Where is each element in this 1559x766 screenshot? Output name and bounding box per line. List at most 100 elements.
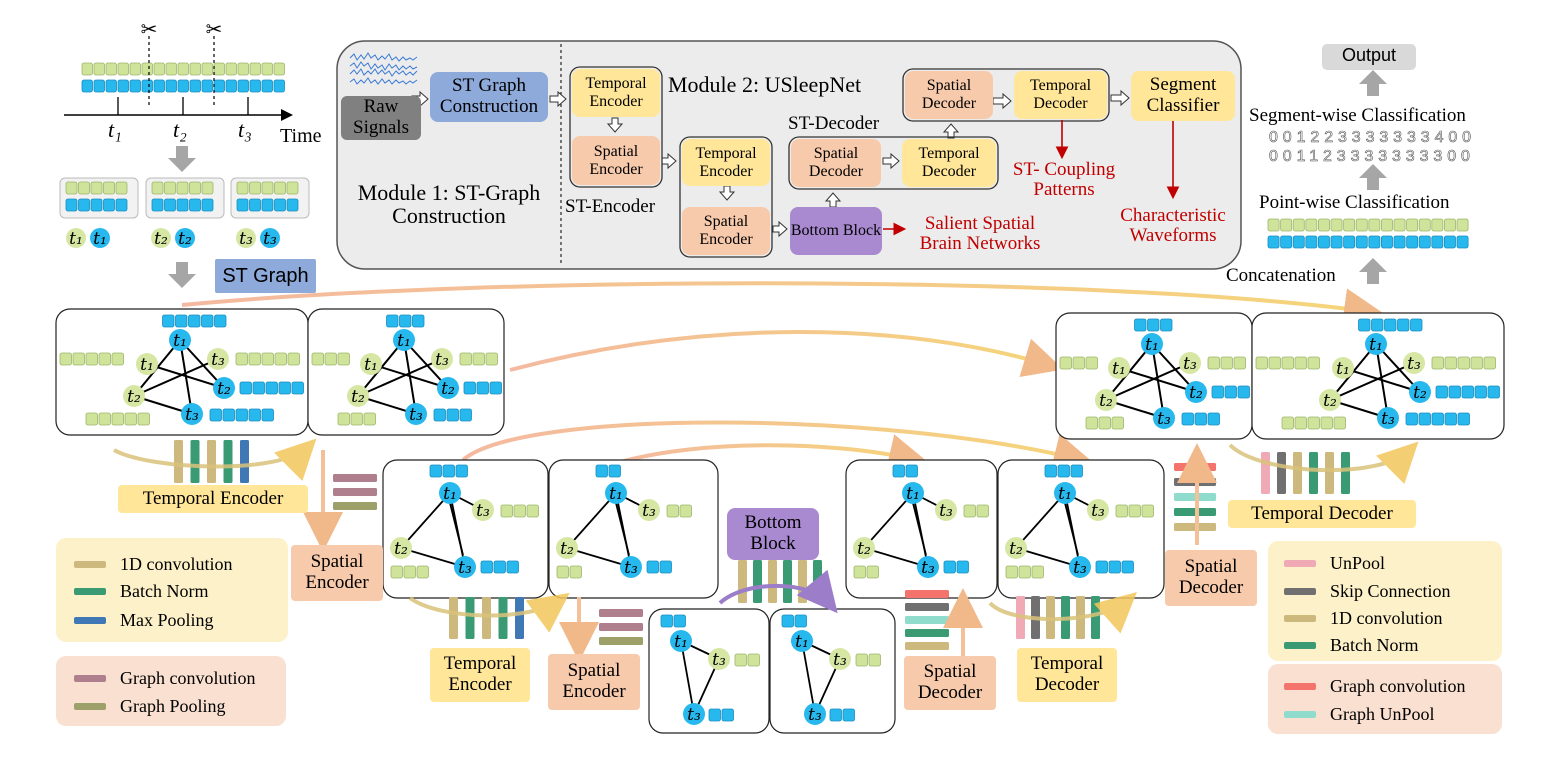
signal-cell-green — [189, 62, 201, 76]
feature-cell — [111, 352, 124, 366]
spatial-encoder-label-2: Spatial Encoder — [548, 654, 640, 710]
feature-cell — [1233, 356, 1246, 370]
graph-node — [1365, 333, 1387, 355]
feature-cell — [311, 352, 324, 366]
temporal-encoder-label-1: Temporal Encoder — [118, 485, 308, 513]
graph-node — [683, 703, 705, 725]
legend-item: Graph Pooling — [120, 696, 226, 716]
tick-t2: t₂ — [173, 117, 187, 142]
graph-node — [151, 228, 171, 248]
graph-node-label: t₁ — [906, 484, 920, 504]
graph-node-label: t₃ — [409, 405, 423, 425]
temporal-encoder-box-1: Temporal Encoder — [572, 69, 660, 117]
temporal-decoder-block — [1341, 452, 1350, 494]
feature-cell — [734, 653, 747, 667]
segment-cell-green — [151, 181, 164, 195]
point-cell-blue — [1368, 235, 1381, 249]
feature-cell — [1220, 356, 1233, 370]
segment-cell-green — [115, 181, 128, 195]
graph-node-label: t₁ — [93, 229, 107, 249]
feature-cell — [1418, 412, 1431, 426]
feature-cell — [943, 560, 956, 574]
feature-cell — [72, 352, 85, 366]
feature-cell — [463, 381, 476, 395]
st-decoder-label: ST-Decoder — [788, 113, 880, 134]
graph-node — [472, 499, 494, 521]
feature-cell — [679, 504, 692, 518]
feature-cell — [526, 504, 539, 518]
signal-cell-blue — [201, 79, 213, 93]
graph-node-label: t₃ — [1073, 558, 1087, 578]
graph-node — [1054, 482, 1076, 504]
point-cell-green — [1456, 218, 1469, 232]
feature-cell — [1085, 416, 1098, 430]
spatial-encoder-box-1: Spatial Encoder — [572, 136, 660, 185]
feature-cell — [1057, 464, 1070, 478]
point-cell-blue — [1343, 235, 1356, 249]
segment-cell-green — [249, 181, 261, 195]
graph-node-label: t₃ — [939, 501, 953, 521]
feature-cell — [868, 653, 881, 667]
graph-node — [1005, 537, 1027, 559]
feature-cell — [412, 314, 425, 328]
graph-node-label: t₃ — [624, 558, 638, 578]
feature-cell — [442, 464, 455, 478]
graph-node — [169, 329, 191, 351]
graph-node — [175, 228, 195, 248]
graph-node — [1095, 389, 1117, 411]
segment-cell-blue — [65, 198, 78, 212]
segment-classifier-box: Segment Classifier — [1131, 71, 1235, 121]
spatial-decoder-block — [905, 629, 949, 637]
graph-edge — [370, 363, 449, 389]
feature-cell — [659, 560, 672, 574]
graph-node-label: t₂ — [1323, 391, 1337, 411]
feature-cell — [480, 560, 493, 574]
graph-edge — [566, 547, 632, 568]
time-label: Time — [280, 125, 322, 147]
feature-cell — [403, 565, 416, 579]
temporal-encoder-block — [465, 597, 475, 639]
temporal-decoder-block — [1293, 452, 1302, 494]
feature-cell — [1085, 356, 1098, 370]
feature-cell — [1431, 356, 1444, 370]
segment-cell-blue — [274, 198, 286, 212]
graph-node-label: t₃ — [833, 650, 847, 670]
graph-node — [393, 329, 415, 351]
graph-node-label: t₁ — [140, 355, 154, 375]
segment-cell-blue — [103, 198, 115, 212]
point-cell-blue — [1355, 235, 1368, 249]
signal-cell-blue — [165, 79, 177, 93]
point-cell-blue — [1292, 235, 1305, 249]
graph-node-label: t₁ — [173, 331, 187, 351]
graph-node-label: t₃ — [808, 705, 822, 725]
graph-node-label: t₁ — [609, 484, 623, 504]
st-encoder-group-1 — [569, 66, 663, 188]
graph-node-label: t₂ — [217, 379, 231, 399]
graph-node — [236, 228, 256, 248]
graph-edge — [1015, 492, 1066, 549]
graph-node-label: t₃ — [642, 501, 656, 521]
feature-cell — [137, 412, 150, 426]
graph-node — [66, 228, 86, 248]
temporal-encoder-block — [223, 440, 233, 483]
spatial-encoder-block — [599, 637, 643, 645]
feature-cell — [188, 314, 201, 328]
graph-node — [1069, 556, 1091, 578]
segment-cell-green — [261, 181, 274, 195]
feature-cell — [892, 464, 905, 478]
point-cell-green — [1368, 218, 1381, 232]
legend-spatial-encoder: Graph convolution Graph Pooling — [56, 656, 286, 726]
feature-cell — [278, 381, 291, 395]
temporal-encoder-block — [515, 597, 524, 639]
graph-node — [620, 556, 642, 578]
temporal-decoder-block — [1091, 596, 1100, 639]
module1-title: Module 1: ST-Graph Construction — [357, 180, 541, 229]
feature-cell — [666, 504, 679, 518]
output-box — [1322, 44, 1416, 70]
feature-cell — [433, 408, 446, 422]
module2-title: Module 2: USleepNet — [668, 72, 862, 97]
graph-node-label: t₃ — [1157, 409, 1171, 429]
feature-cell — [1005, 565, 1018, 579]
feature-cell — [556, 565, 569, 579]
scissors-icon: ✂ — [206, 19, 223, 41]
